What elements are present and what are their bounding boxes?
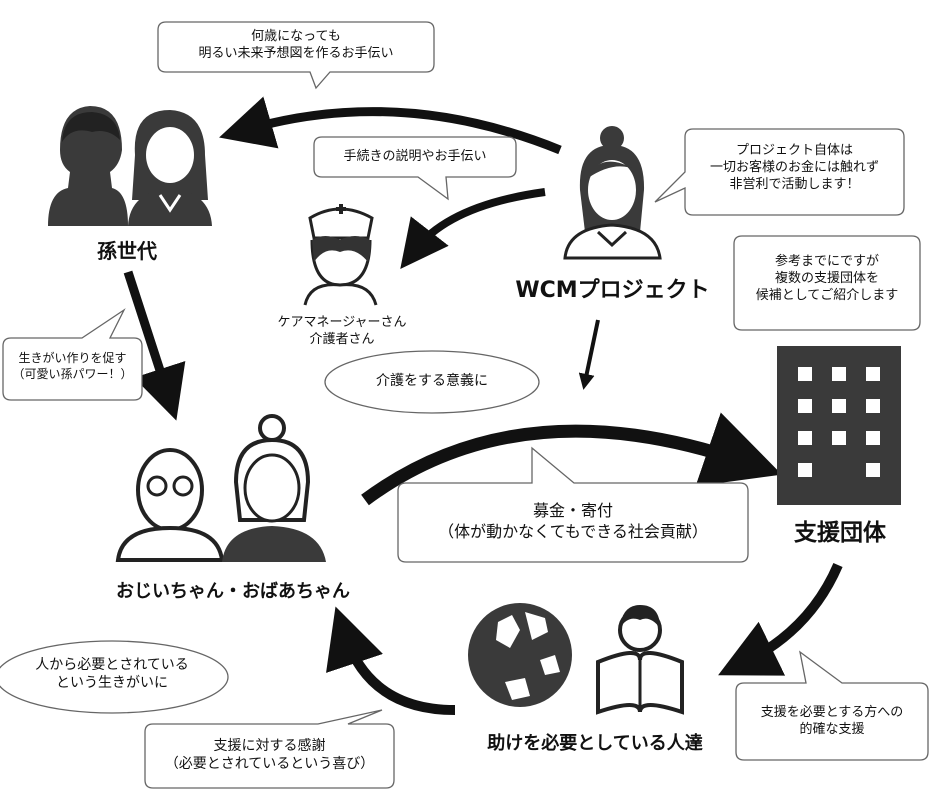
- node-people-in-need-label: 助けを必要としている人達: [487, 733, 703, 754]
- student-boy-icon: [48, 106, 128, 226]
- bubble-reference-text: 参考までにですが 複数の支援団体を 候補としてご紹介します: [755, 254, 899, 304]
- globe-icon: [468, 603, 572, 707]
- student-girl-icon: [128, 110, 212, 226]
- node-caregiver-label: ケアマネージャーさん 介護者さん: [277, 315, 407, 348]
- bubble-ikigai-shape: [2, 308, 143, 401]
- arrow-grandparents-to-support: [361, 412, 782, 506]
- arrow-wcm-to-grandchildren: [219, 96, 562, 155]
- bubble-future-shape: [157, 21, 435, 90]
- nurse-icon: [303, 204, 378, 306]
- bubble-project-note-text: プロジェクト自体は 一切お客様のお金には触れず 非営利で活動します！: [709, 143, 879, 193]
- arrow-people-to-grandparents: [326, 606, 456, 715]
- reading-person-icon: [596, 605, 684, 715]
- bubble-future-text: 何歳になっても 明るい未来予想図を作るお手伝い: [198, 29, 394, 62]
- node-wcm-label: WCMプロジェクト: [515, 278, 710, 303]
- bubble-procedure-text: 手続きの説明やお手伝い: [343, 149, 487, 164]
- node-support-org-label: 支援団体: [794, 520, 886, 546]
- bubble-procedure-shape: [313, 136, 517, 201]
- bubble-needed-life-shape: [0, 640, 229, 714]
- bubble-donation-text: 募金・寄付 （体が動かなくてもできる社会貢献）: [438, 501, 708, 542]
- arrow-wcm-to-caregiver: [400, 188, 546, 269]
- bubble-gratitude-text: 支援に対する感謝 （必要とされているという喜び）: [164, 738, 375, 773]
- woman-staff-icon: [563, 126, 662, 260]
- arrow-wcm-to-support: [578, 319, 600, 390]
- bubble-accurate-support-text: 支援を必要とする方への 的確な支援: [760, 705, 904, 738]
- building-icon: [777, 346, 901, 505]
- grandmother-icon: [222, 414, 326, 562]
- bubble-needed-life-text: 人から必要とされている という生きがいに: [35, 657, 189, 692]
- bubble-ikigai-text: 生きがい作りを促す （可愛い孫パワー！）: [12, 351, 133, 381]
- bubble-donation-shape: [397, 446, 749, 563]
- bubble-project-note-shape: [654, 128, 905, 216]
- bubble-gratitude-shape: [144, 709, 395, 789]
- arrow-support-to-people: [718, 563, 843, 676]
- bubble-care-meaning-text: 介護をする意義に: [376, 373, 488, 389]
- node-grandchildren-label: 孫世代: [97, 239, 157, 263]
- arrow-grandchildren-to-grandparents: [123, 270, 186, 421]
- node-grandparents-label: おじいちゃん・おばあちゃん: [116, 581, 350, 602]
- bubble-reference-shape: [733, 235, 921, 331]
- bubble-care-meaning-shape: [324, 350, 540, 414]
- grandfather-icon: [115, 448, 225, 562]
- bubble-accurate-support-shape: [735, 650, 929, 761]
